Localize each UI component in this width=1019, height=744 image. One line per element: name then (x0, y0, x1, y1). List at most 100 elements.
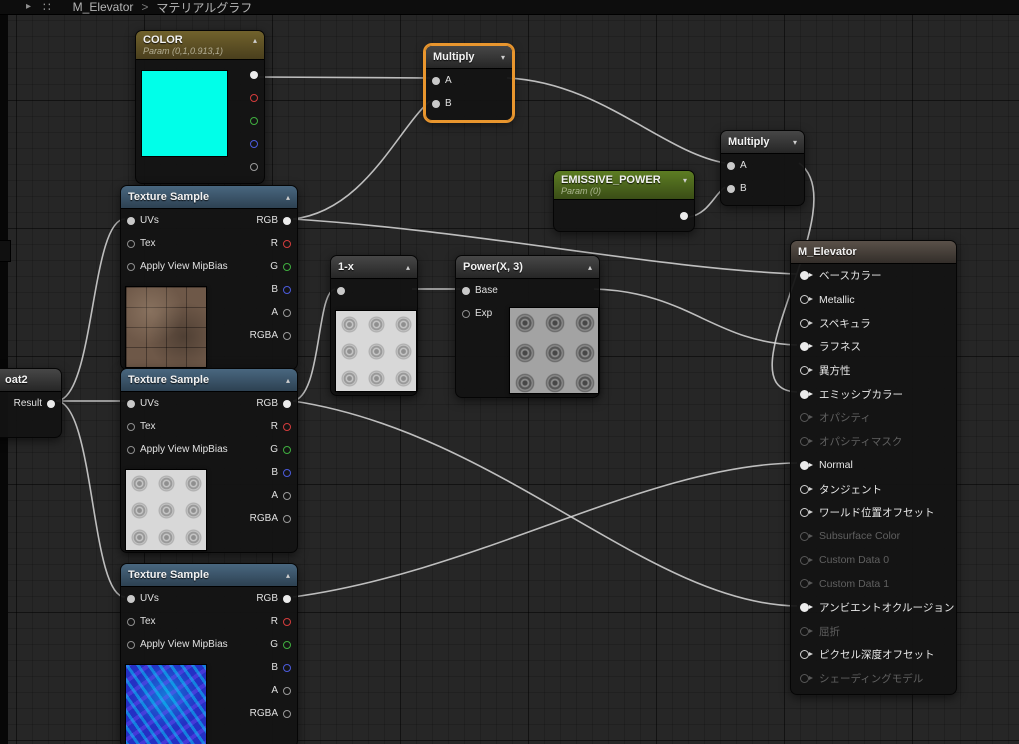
pin-mipbias[interactable] (127, 445, 135, 454)
pin-metallic[interactable] (800, 295, 813, 305)
expand-arrow-icon[interactable]: ▸ (26, 1, 32, 12)
pin-world-position-offset[interactable] (800, 508, 813, 518)
node-header[interactable]: oat2 (0, 369, 61, 392)
pin-pixel-depth-offset[interactable] (800, 650, 813, 660)
pin-rgba-out[interactable] (283, 331, 291, 340)
texture-sample-node-1[interactable]: Texture Sample ▴ UVs Tex Apply View MipB… (120, 185, 298, 370)
pin-ambient-occlusion[interactable] (800, 602, 813, 612)
pin-a[interactable] (727, 161, 735, 170)
wire-color-to-multiply1-a[interactable] (258, 76, 431, 79)
node-header[interactable]: Texture Sample ▴ (121, 186, 297, 209)
breadcrumb-material-name[interactable]: M_Elevator (72, 0, 134, 14)
pin-base[interactable] (462, 286, 470, 295)
pin-rgba-out[interactable] (283, 709, 291, 718)
multiply-node-1[interactable]: Multiply ▾ A B (425, 45, 513, 121)
wire-ts1-rgb-to-multiply1-b[interactable] (292, 100, 431, 220)
float2-node-partial[interactable]: oat2 Result (0, 368, 62, 438)
pin-r-out[interactable] (283, 239, 291, 248)
chevron-down-icon[interactable]: ▾ (682, 175, 687, 185)
pin-a-out[interactable] (250, 162, 258, 171)
wire-multiply1-to-multiply2-a[interactable] (506, 77, 726, 164)
pin-rgb-out[interactable] (283, 216, 291, 225)
node-header[interactable]: Power(X, 3) ▴ (456, 256, 599, 279)
breadcrumb-material-graph[interactable]: マテリアルグラフ (156, 0, 253, 15)
pin-shading-model[interactable] (800, 674, 813, 684)
chevron-down-icon[interactable]: ▾ (792, 137, 797, 147)
pin-r-out[interactable] (283, 422, 291, 431)
emissive-power-node[interactable]: EMISSIVE_POWER ▾ Param (0) (553, 170, 695, 232)
texture-sample-node-3[interactable]: Texture Sample ▴ UVs Tex Apply View MipB… (120, 563, 298, 744)
pin-subsurface-color[interactable] (800, 531, 813, 541)
pin-opacity[interactable] (800, 413, 813, 423)
wire-float2-to-ts1-uvs[interactable] (55, 218, 126, 402)
pin-r-out[interactable] (250, 93, 258, 102)
chevron-up-icon[interactable]: ▴ (587, 262, 592, 272)
chevron-up-icon[interactable]: ▴ (252, 35, 257, 45)
pin-refraction[interactable] (800, 626, 813, 636)
pin-rgba-out[interactable] (283, 514, 291, 523)
wire-ts3-rgb-to-normal[interactable] (292, 462, 798, 598)
offscreen-node-stub[interactable] (0, 240, 11, 262)
pin-custom-data-0[interactable] (800, 555, 813, 565)
wire-ts2-rgb-to-ao[interactable] (292, 400, 798, 607)
pin-b-out[interactable] (283, 663, 291, 672)
pin-b-out[interactable] (283, 468, 291, 477)
power-node[interactable]: Power(X, 3) ▴ Base Exp (455, 255, 600, 398)
pin-in[interactable] (337, 286, 345, 295)
chevron-down-icon[interactable]: ▾ (500, 52, 505, 62)
pin-a[interactable] (432, 76, 440, 85)
pin-a-out[interactable] (283, 491, 291, 500)
node-header[interactable]: M_Elevator (791, 241, 956, 264)
pin-base-color[interactable] (800, 271, 813, 281)
wire-power-to-roughness[interactable] (593, 288, 798, 346)
pin-tex[interactable] (127, 617, 135, 626)
pin-opacity-mask[interactable] (800, 437, 813, 447)
multiply-node-2[interactable]: Multiply ▾ A B (720, 130, 805, 206)
pin-tex[interactable] (127, 422, 135, 431)
node-header[interactable]: Multiply ▾ (721, 131, 804, 154)
pin-rgb-out[interactable] (283, 594, 291, 603)
pin-r-out[interactable] (283, 617, 291, 626)
wire-ts1-rgb-to-basecolor[interactable] (292, 218, 798, 275)
pin-rgba-out[interactable] (250, 70, 258, 79)
chevron-up-icon[interactable]: ▴ (405, 262, 410, 272)
material-result-node[interactable]: M_Elevator ベースカラー Metallic スペキュラ ラフネス 異方… (790, 240, 957, 695)
pin-exp[interactable] (462, 309, 470, 318)
pin-g-out[interactable] (283, 262, 291, 271)
node-header[interactable]: COLOR ▴ Param (0,1,0.913,1) (136, 31, 264, 60)
pin-b-out[interactable] (283, 285, 291, 294)
pin-g-out[interactable] (283, 640, 291, 649)
pin-out[interactable] (680, 211, 688, 220)
pin-uvs[interactable] (127, 594, 135, 603)
pin-custom-data-1[interactable] (800, 579, 813, 589)
chevron-up-icon[interactable]: ▴ (285, 375, 290, 385)
grid-icon[interactable]: ∷ (43, 0, 51, 14)
wire-float2-to-ts3-uvs[interactable] (55, 400, 126, 598)
pin-specular[interactable] (800, 318, 813, 328)
pin-g-out[interactable] (250, 116, 258, 125)
chevron-up-icon[interactable]: ▴ (285, 192, 290, 202)
texture-sample-node-2[interactable]: Texture Sample ▴ UVs Tex Apply View MipB… (120, 368, 298, 553)
pin-tex[interactable] (127, 239, 135, 248)
pin-a-out[interactable] (283, 308, 291, 317)
pin-result-out[interactable] (47, 399, 55, 408)
pin-b[interactable] (432, 99, 440, 108)
pin-anisotropy[interactable] (800, 366, 813, 376)
one-minus-x-node[interactable]: 1-x ▴ (330, 255, 418, 396)
pin-b-out[interactable] (250, 139, 258, 148)
pin-roughness[interactable] (800, 342, 813, 352)
node-header[interactable]: Texture Sample ▴ (121, 564, 297, 587)
pin-g-out[interactable] (283, 445, 291, 454)
pin-a-out[interactable] (283, 686, 291, 695)
pin-b[interactable] (727, 184, 735, 193)
pin-mipbias[interactable] (127, 262, 135, 271)
pin-emissive-color[interactable] (800, 389, 813, 399)
pin-rgb-out[interactable] (283, 399, 291, 408)
node-header[interactable]: Multiply ▾ (426, 46, 512, 69)
node-header[interactable]: EMISSIVE_POWER ▾ Param (0) (554, 171, 694, 200)
pin-uvs[interactable] (127, 216, 135, 225)
pin-normal[interactable] (800, 460, 813, 470)
pin-mipbias[interactable] (127, 640, 135, 649)
chevron-up-icon[interactable]: ▴ (285, 570, 290, 580)
